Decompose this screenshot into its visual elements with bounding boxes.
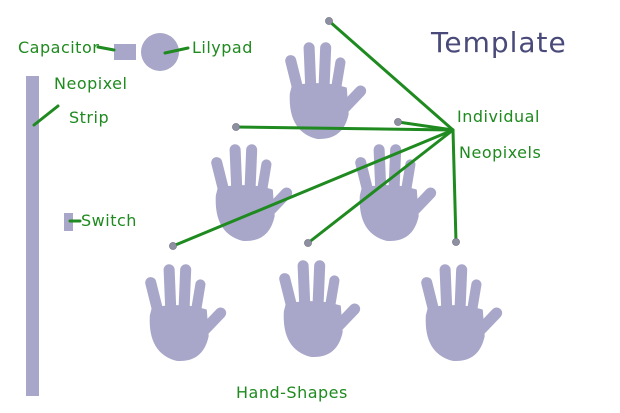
switch-shape — [64, 213, 73, 231]
hand-shape — [285, 266, 355, 356]
individual-neopixel-connector — [451, 128, 458, 244]
individual-neopixel-connector — [327, 19, 455, 132]
neopixel-dot — [394, 118, 402, 126]
hand-shape — [151, 270, 221, 360]
neopixel-label: Neopixel — [54, 74, 128, 93]
capacitor-shape — [114, 44, 136, 60]
neopixel-dot — [169, 242, 177, 250]
strip-label: Strip — [69, 108, 110, 127]
capacitor-connector — [96, 45, 116, 52]
lilypad-shape — [141, 33, 179, 71]
neopixel-strip-connector — [32, 104, 60, 127]
neopixel-dot — [232, 123, 240, 131]
individual-neopixel-connector — [306, 128, 455, 245]
neopixel-dot — [325, 17, 333, 25]
hand-shape — [291, 48, 361, 138]
hand-shape — [427, 270, 497, 360]
capacitor-label: Capacitor — [18, 38, 100, 57]
lilypad-label: Lilypad — [192, 38, 253, 57]
individual-neopixel-connector — [234, 125, 455, 132]
individual-neopixel-connector — [171, 128, 455, 248]
neopixel-dot — [304, 239, 312, 247]
neopixels-label: Neopixels — [459, 143, 542, 162]
hand-shape — [217, 150, 287, 240]
switch-label: Switch — [81, 211, 137, 230]
hand-shapes-label: Hand-Shapes — [236, 383, 348, 402]
diagram-title: Template — [431, 26, 567, 59]
neopixel-dot — [452, 238, 460, 246]
individual-label: Individual — [457, 107, 540, 126]
neopixel-strip-shape — [26, 76, 39, 396]
connector-lines — [32, 19, 458, 248]
lilypad-connector — [163, 46, 190, 55]
individual-neopixel-connector — [396, 120, 455, 132]
